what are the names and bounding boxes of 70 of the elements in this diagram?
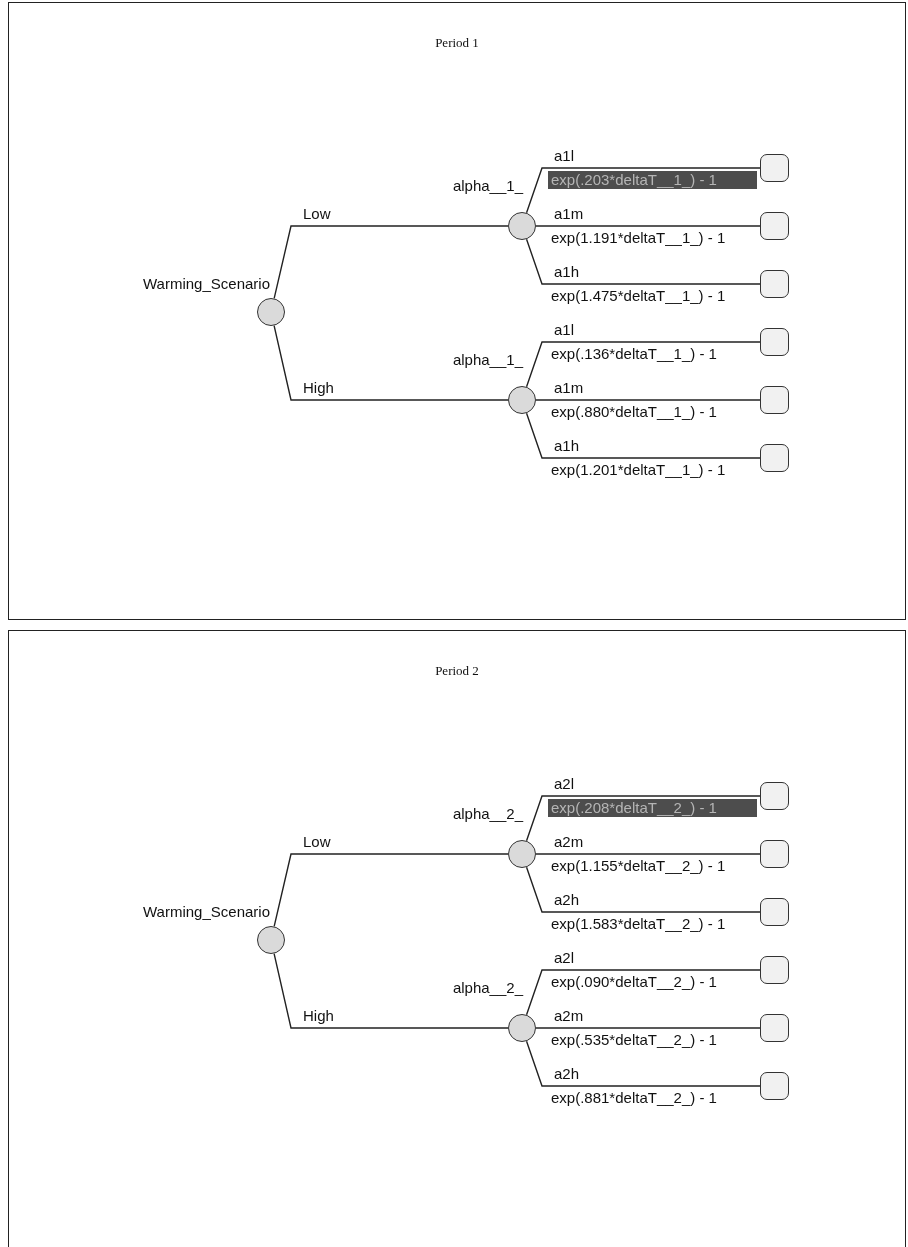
terminal-node-box <box>760 1014 789 1042</box>
tree-branch-line <box>273 952 509 1029</box>
node-name-label: Warming_Scenario <box>143 275 270 293</box>
terminal-node-box <box>760 782 789 810</box>
terminal-node-box <box>760 386 789 414</box>
tree-branch-line <box>525 969 761 1016</box>
terminal-node-box <box>760 898 789 926</box>
tree-branch-line <box>535 225 761 227</box>
panel-title: Period 2 <box>434 663 480 679</box>
branch-label: a2l <box>554 949 575 967</box>
chance-node-circle <box>508 212 536 240</box>
tree-branch-line <box>273 225 509 300</box>
branch-label: a2m <box>554 833 584 851</box>
terminal-node-box <box>760 444 789 472</box>
node-name-label: alpha__2_ <box>452 805 523 823</box>
chance-node-circle <box>257 926 285 954</box>
chance-node-circle <box>508 386 536 414</box>
tree-branch-line <box>525 238 761 285</box>
node-name-label: alpha__2_ <box>452 979 523 997</box>
branch-value-expression: exp(.881*deltaT__2_) - 1 <box>550 1089 718 1107</box>
branch-value-expression: exp(.535*deltaT__2_) - 1 <box>550 1031 718 1049</box>
branch-label: Low <box>303 205 331 223</box>
branch-label: High <box>303 379 334 397</box>
node-name-label: alpha__1_ <box>452 351 523 369</box>
terminal-node-box <box>760 154 789 182</box>
branch-value-expression: exp(1.201*deltaT__1_) - 1 <box>550 461 727 479</box>
node-name-label: Warming_Scenario <box>143 903 270 921</box>
branch-value-expression: exp(.203*deltaT__1_) - 1 <box>548 171 757 189</box>
branch-value-expression: exp(.208*deltaT__2_) - 1 <box>548 799 757 817</box>
tree-branch-line <box>273 853 509 928</box>
chance-node-circle <box>508 1014 536 1042</box>
panel-title: Period 1 <box>434 35 480 51</box>
terminal-node-box <box>760 1072 789 1100</box>
tree-branch-line <box>273 324 509 401</box>
tree-branch-line <box>535 1027 761 1029</box>
branch-label: a1l <box>554 321 575 339</box>
tree-branch-line <box>525 412 761 459</box>
branch-value-expression: exp(.136*deltaT__1_) - 1 <box>550 345 718 363</box>
branch-value-expression: exp(.090*deltaT__2_) - 1 <box>550 973 718 991</box>
branch-label: a1h <box>554 437 580 455</box>
terminal-node-box <box>760 212 789 240</box>
branch-value-expression: exp(.880*deltaT__1_) - 1 <box>550 403 718 421</box>
branch-label: a1h <box>554 263 580 281</box>
branch-label: a1m <box>554 205 584 223</box>
branch-value-expression: exp(1.583*deltaT__2_) - 1 <box>550 915 727 933</box>
branch-label: a2l <box>554 775 575 793</box>
tree-branch-line <box>525 866 761 913</box>
terminal-node-box <box>760 956 789 984</box>
tree-branch-line <box>525 795 761 842</box>
chance-node-circle <box>257 298 285 326</box>
branch-value-expression: exp(1.475*deltaT__1_) - 1 <box>550 287 727 305</box>
tree-branch-line <box>535 399 761 401</box>
branch-label: a2m <box>554 1007 584 1025</box>
branch-label: a1m <box>554 379 584 397</box>
tree-branch-line <box>535 853 761 855</box>
branch-value-expression: exp(1.155*deltaT__2_) - 1 <box>550 857 727 875</box>
tree-branch-line <box>525 167 761 214</box>
tree-branch-line <box>525 1040 761 1087</box>
branch-label: a2h <box>554 891 580 909</box>
branch-value-expression: exp(1.191*deltaT__1_) - 1 <box>550 229 727 247</box>
node-name-label: alpha__1_ <box>452 177 523 195</box>
terminal-node-box <box>760 328 789 356</box>
branch-label: a2h <box>554 1065 580 1083</box>
terminal-node-box <box>760 840 789 868</box>
branch-label: Low <box>303 833 331 851</box>
chance-node-circle <box>508 840 536 868</box>
branch-label: a1l <box>554 147 575 165</box>
branch-label: High <box>303 1007 334 1025</box>
tree-branch-line <box>525 341 761 388</box>
terminal-node-box <box>760 270 789 298</box>
